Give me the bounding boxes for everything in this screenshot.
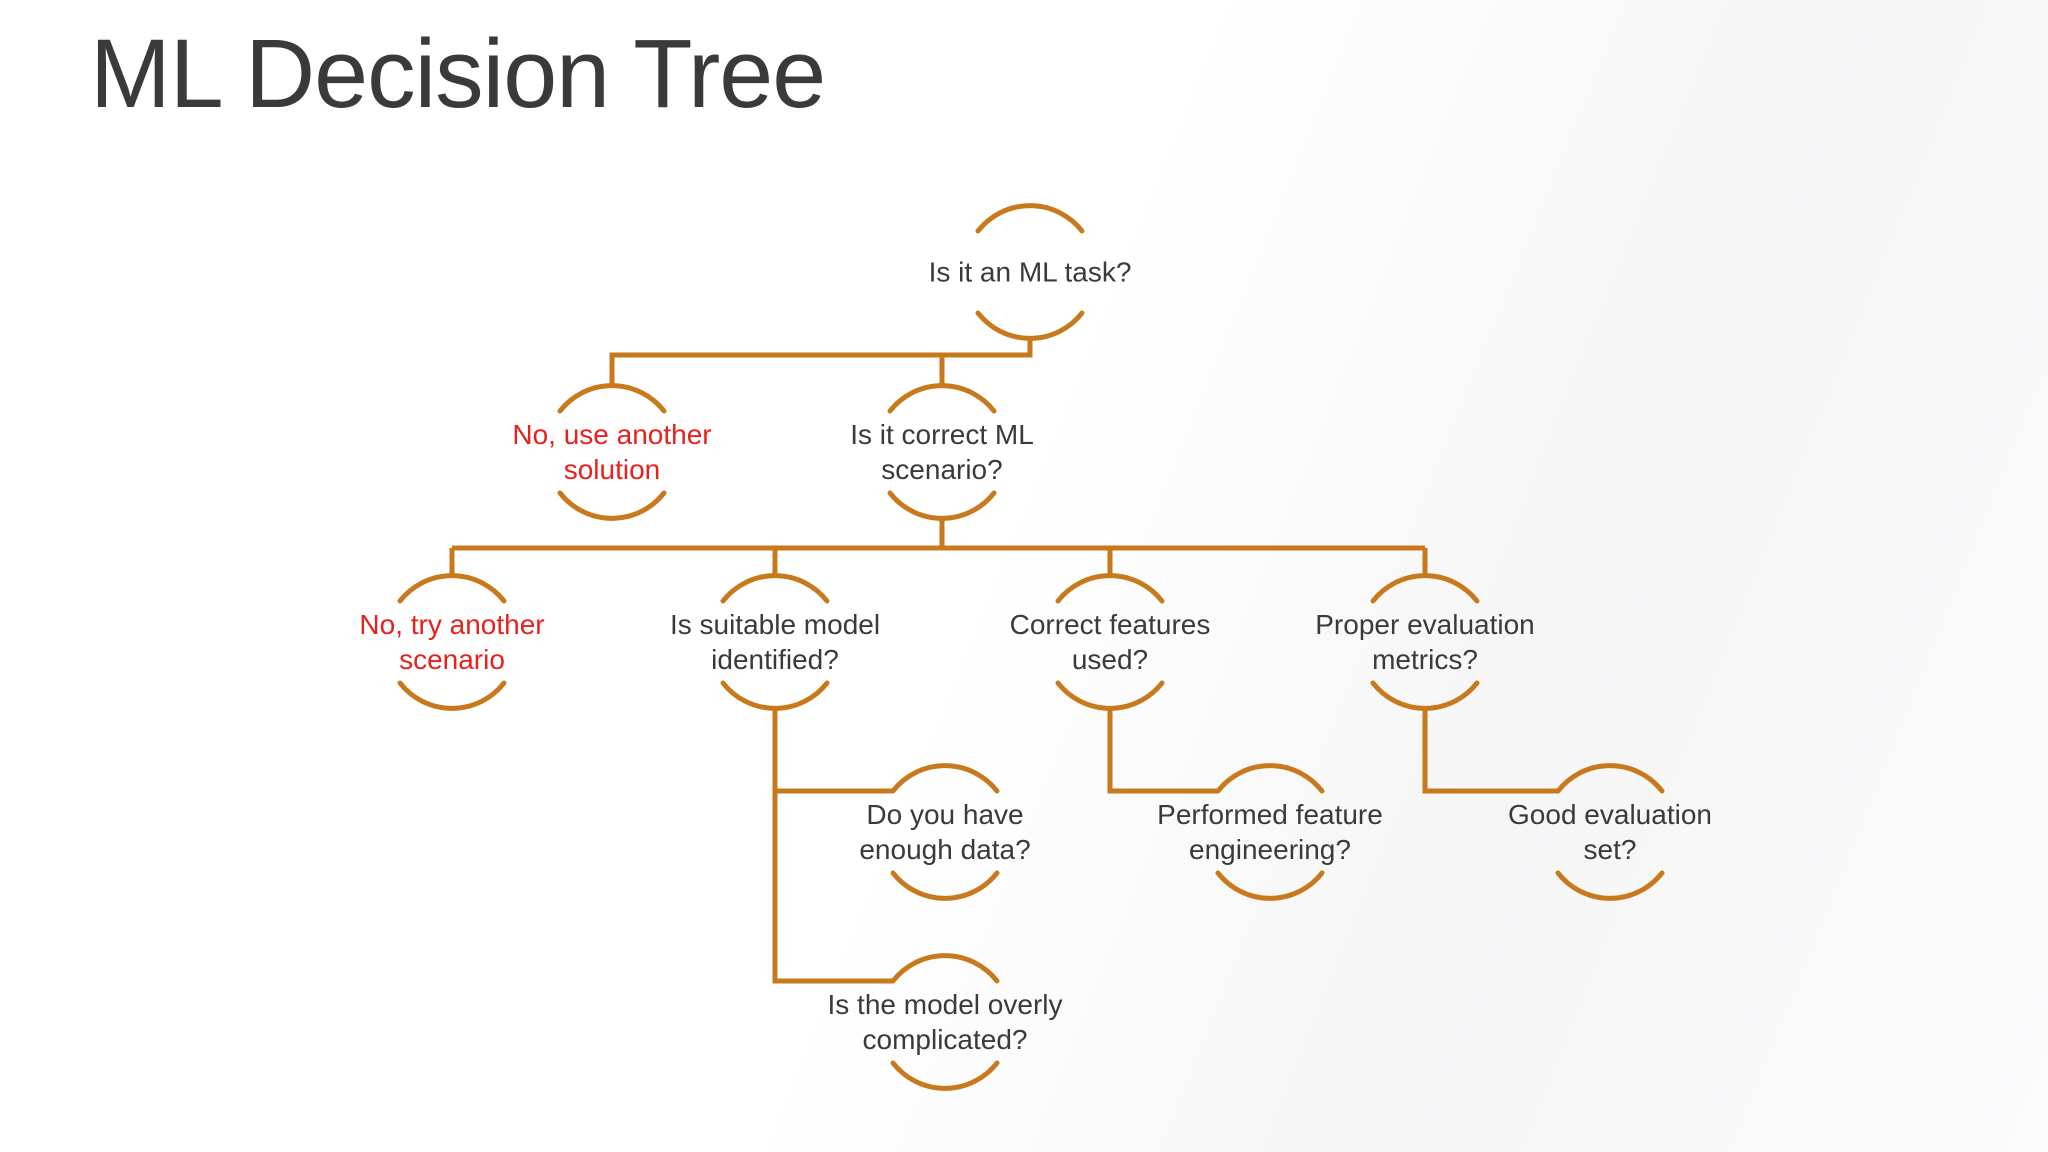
node-is-suitable-model-identified: Is suitable model identified? xyxy=(670,607,880,677)
connector-lines xyxy=(449,336,1558,984)
node-label: engineering? xyxy=(1189,834,1351,865)
node-is-ml-task: Is it an ML task? xyxy=(929,255,1132,290)
page-title: ML Decision Tree xyxy=(90,19,826,128)
node-is-correct-ml-scenario: Is it correct ML scenario? xyxy=(850,417,1034,487)
node-label: Proper evaluation xyxy=(1315,609,1535,640)
node-label: No, try another xyxy=(359,609,545,640)
node-label: enough data? xyxy=(859,834,1031,865)
node-label: Is it an ML task? xyxy=(928,256,1132,288)
node-no-use-another-solution: No, use another solution xyxy=(512,417,711,487)
node-label: used? xyxy=(1071,644,1149,675)
node-label: complicated? xyxy=(862,1024,1028,1055)
node-label: Do you have xyxy=(866,799,1024,830)
node-label: metrics? xyxy=(1372,644,1478,675)
node-proper-evaluation-metrics: Proper evaluation metrics? xyxy=(1315,607,1534,677)
node-do-you-have-enough-data: Do you have enough data? xyxy=(859,797,1030,867)
node-label: identified? xyxy=(711,644,839,675)
node-label: Performed feature xyxy=(1157,799,1383,830)
node-label: set? xyxy=(1583,834,1637,865)
node-label: Is the model overly xyxy=(827,989,1063,1020)
node-label: scenario? xyxy=(881,454,1003,485)
node-label: No, use another xyxy=(512,419,712,450)
node-label: Correct features xyxy=(1009,609,1211,640)
node-good-evaluation-set: Good evaluation set? xyxy=(1508,797,1712,867)
node-no-try-another-scenario: No, try another scenario xyxy=(359,607,544,677)
node-correct-features-used: Correct features used? xyxy=(1010,607,1211,677)
node-performed-feature-engineering: Performed feature engineering? xyxy=(1157,797,1383,867)
node-label: Is suitable model xyxy=(669,609,881,640)
node-label: Is it correct ML xyxy=(850,419,1034,450)
node-circle-arcs xyxy=(397,203,1665,1091)
node-label: Good evaluation xyxy=(1508,799,1712,830)
node-is-model-overly-complicated: Is the model overly complicated? xyxy=(828,987,1063,1057)
node-label: solution xyxy=(563,454,661,485)
node-label: scenario xyxy=(399,644,505,675)
